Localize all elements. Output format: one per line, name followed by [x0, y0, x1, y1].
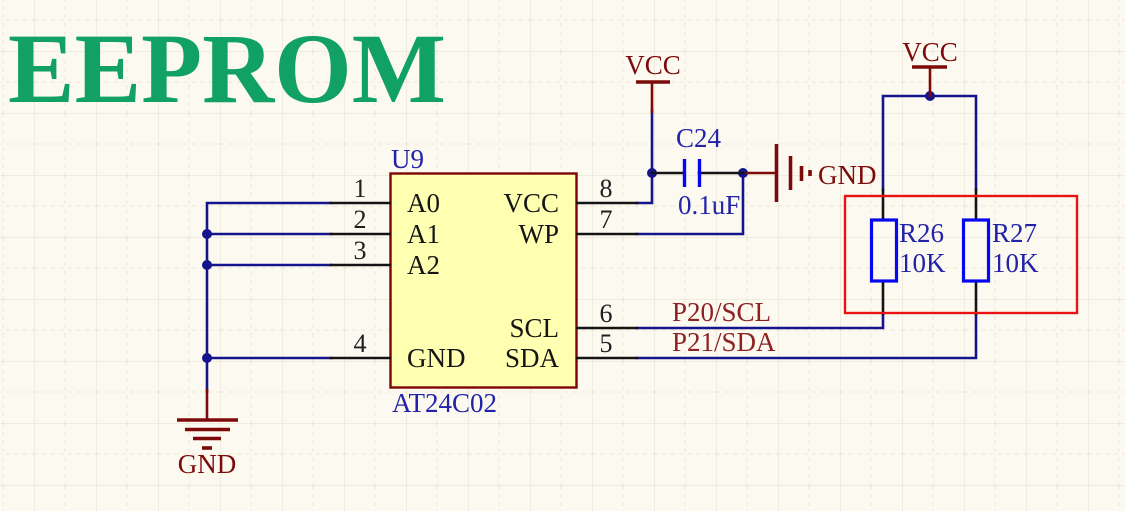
pin-5-number: 5	[600, 329, 613, 358]
gnd-label: GND	[818, 160, 877, 190]
resistor-body	[869, 218, 899, 283]
wire-segment	[635, 311, 885, 330]
annotation-box-pullups[interactable]	[843, 194, 1079, 315]
net-label-sda[interactable]: P21/SDA	[672, 327, 776, 357]
junction-dot	[202, 229, 212, 239]
vcc-label: VCC	[902, 37, 958, 67]
resistor-r27[interactable]: R27 10K	[961, 188, 1040, 316]
resistor-designator: R26	[899, 218, 944, 248]
pin-name-scl: SCL	[509, 313, 559, 343]
pin-3-number: 3	[354, 236, 367, 265]
wire-sda-net[interactable]	[635, 311, 978, 360]
vcc-power-port-pullups[interactable]: VCC	[902, 37, 958, 98]
capacitor-value: 0.1uF	[678, 190, 740, 220]
wire-segment	[205, 201, 333, 394]
pin-name-a2: A2	[407, 250, 440, 280]
wire-segment	[635, 108, 654, 205]
junction-dot	[202, 260, 212, 270]
resistor-r26[interactable]: R26 10K	[869, 188, 947, 316]
gnd-label: GND	[178, 449, 237, 479]
gnd-power-port-address[interactable]: GND	[177, 388, 238, 479]
vcc-power-port-decoupling[interactable]: VCC	[625, 50, 681, 114]
page-title: EEPROM	[8, 13, 446, 124]
pin-name-vcc: VCC	[503, 188, 559, 218]
ic-designator: U9	[391, 144, 424, 174]
net-label-scl[interactable]: P20/SCL	[672, 297, 771, 327]
wire-address-gnd-net[interactable]	[202, 201, 333, 394]
pin-name-gnd: GND	[407, 343, 466, 373]
pin-7-number: 7	[600, 205, 613, 234]
pin-name-a0: A0	[407, 188, 440, 218]
gnd-power-port-wp[interactable]: GND	[745, 144, 877, 202]
ic-part-number: AT24C02	[392, 388, 497, 418]
pin-4-number: 4	[354, 329, 367, 358]
capacitor-designator: C24	[676, 123, 722, 153]
ic-body	[389, 172, 578, 389]
wire-scl-net[interactable]	[635, 311, 885, 330]
ic-u9[interactable]: U9 AT24C02 1 2 3 4 A0 A1 A2 GND 8 7 6 5 …	[329, 144, 639, 418]
pin-name-sda: SDA	[505, 343, 560, 373]
resistor-value: 10K	[992, 248, 1039, 278]
pin-6-number: 6	[600, 299, 613, 328]
pin-name-a1: A1	[407, 219, 440, 249]
junction-dot	[202, 353, 212, 363]
pin-name-wp: WP	[519, 219, 560, 249]
pin-8-number: 8	[600, 174, 613, 203]
vcc-label: VCC	[625, 50, 681, 80]
wire-segment	[635, 171, 745, 236]
resistor-designator: R27	[992, 218, 1037, 248]
resistor-body	[961, 218, 991, 283]
wire-segment	[635, 311, 978, 360]
pin-1-number: 1	[354, 174, 367, 203]
pin-2-number: 2	[354, 205, 367, 234]
capacitor-c24[interactable]: C24 0.1uF	[650, 123, 745, 220]
resistor-value: 10K	[899, 248, 946, 278]
